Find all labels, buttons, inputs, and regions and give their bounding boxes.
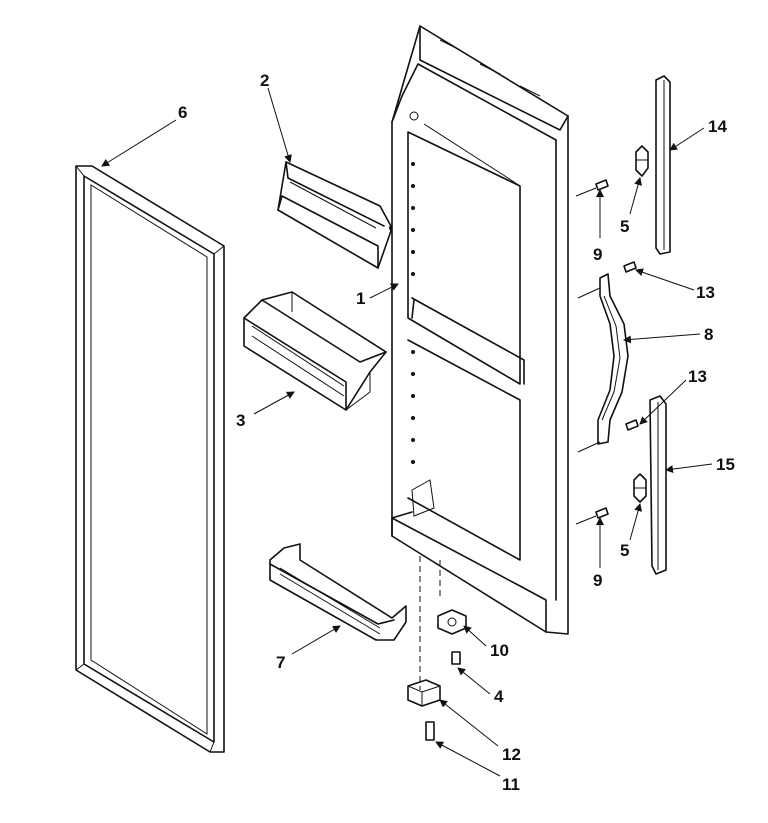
screw-9-upper: [575, 179, 609, 197]
screw-13-upper: [577, 261, 637, 299]
callout-6: 6: [178, 103, 187, 122]
callout-2: 2: [260, 71, 269, 90]
callout-9-upper: 9: [593, 245, 602, 264]
handle-clip-upper: [635, 145, 649, 177]
screw-13-lower: [577, 419, 639, 453]
callout-11: 11: [502, 775, 520, 794]
hinge-bushing-part: [437, 609, 467, 635]
handle-clip-lower: [633, 473, 647, 503]
callout-10: 10: [490, 641, 509, 660]
hinge-screw-4: [451, 651, 461, 665]
screw-9-lower: [575, 507, 609, 525]
dairy-bin-part: [277, 161, 395, 269]
callout-12: 12: [502, 745, 521, 764]
callout-8: 8: [704, 325, 713, 344]
door-bin-part: [243, 291, 387, 411]
leader-lines: [101, 87, 713, 777]
callout-14: 14: [708, 117, 727, 136]
hinge-screw-11: [425, 721, 435, 741]
upper-trim-strip-part: [655, 75, 671, 255]
door-shelf-part: [269, 543, 407, 641]
callout-5-lower: 5: [620, 541, 629, 560]
callout-9-lower: 9: [593, 571, 602, 590]
callout-labels: 1 2 3 4 5 5 6 7 8 9 9 10 11 12 13 13 14 …: [178, 71, 735, 794]
lower-trim-strip-part: [649, 395, 667, 575]
door-handle-part: [597, 273, 629, 445]
callout-4: 4: [494, 687, 504, 706]
callout-1: 1: [356, 289, 365, 308]
callout-5-upper: 5: [620, 217, 629, 236]
callout-13-lower: 13: [688, 367, 707, 386]
callout-15: 15: [716, 455, 735, 474]
callout-3: 3: [236, 411, 245, 430]
callout-7: 7: [276, 653, 285, 672]
hinge-bracket-part: [407, 679, 441, 707]
door-liner-part: [391, 25, 569, 635]
callout-13-upper: 13: [696, 283, 715, 302]
door-gasket-part: [75, 165, 225, 753]
